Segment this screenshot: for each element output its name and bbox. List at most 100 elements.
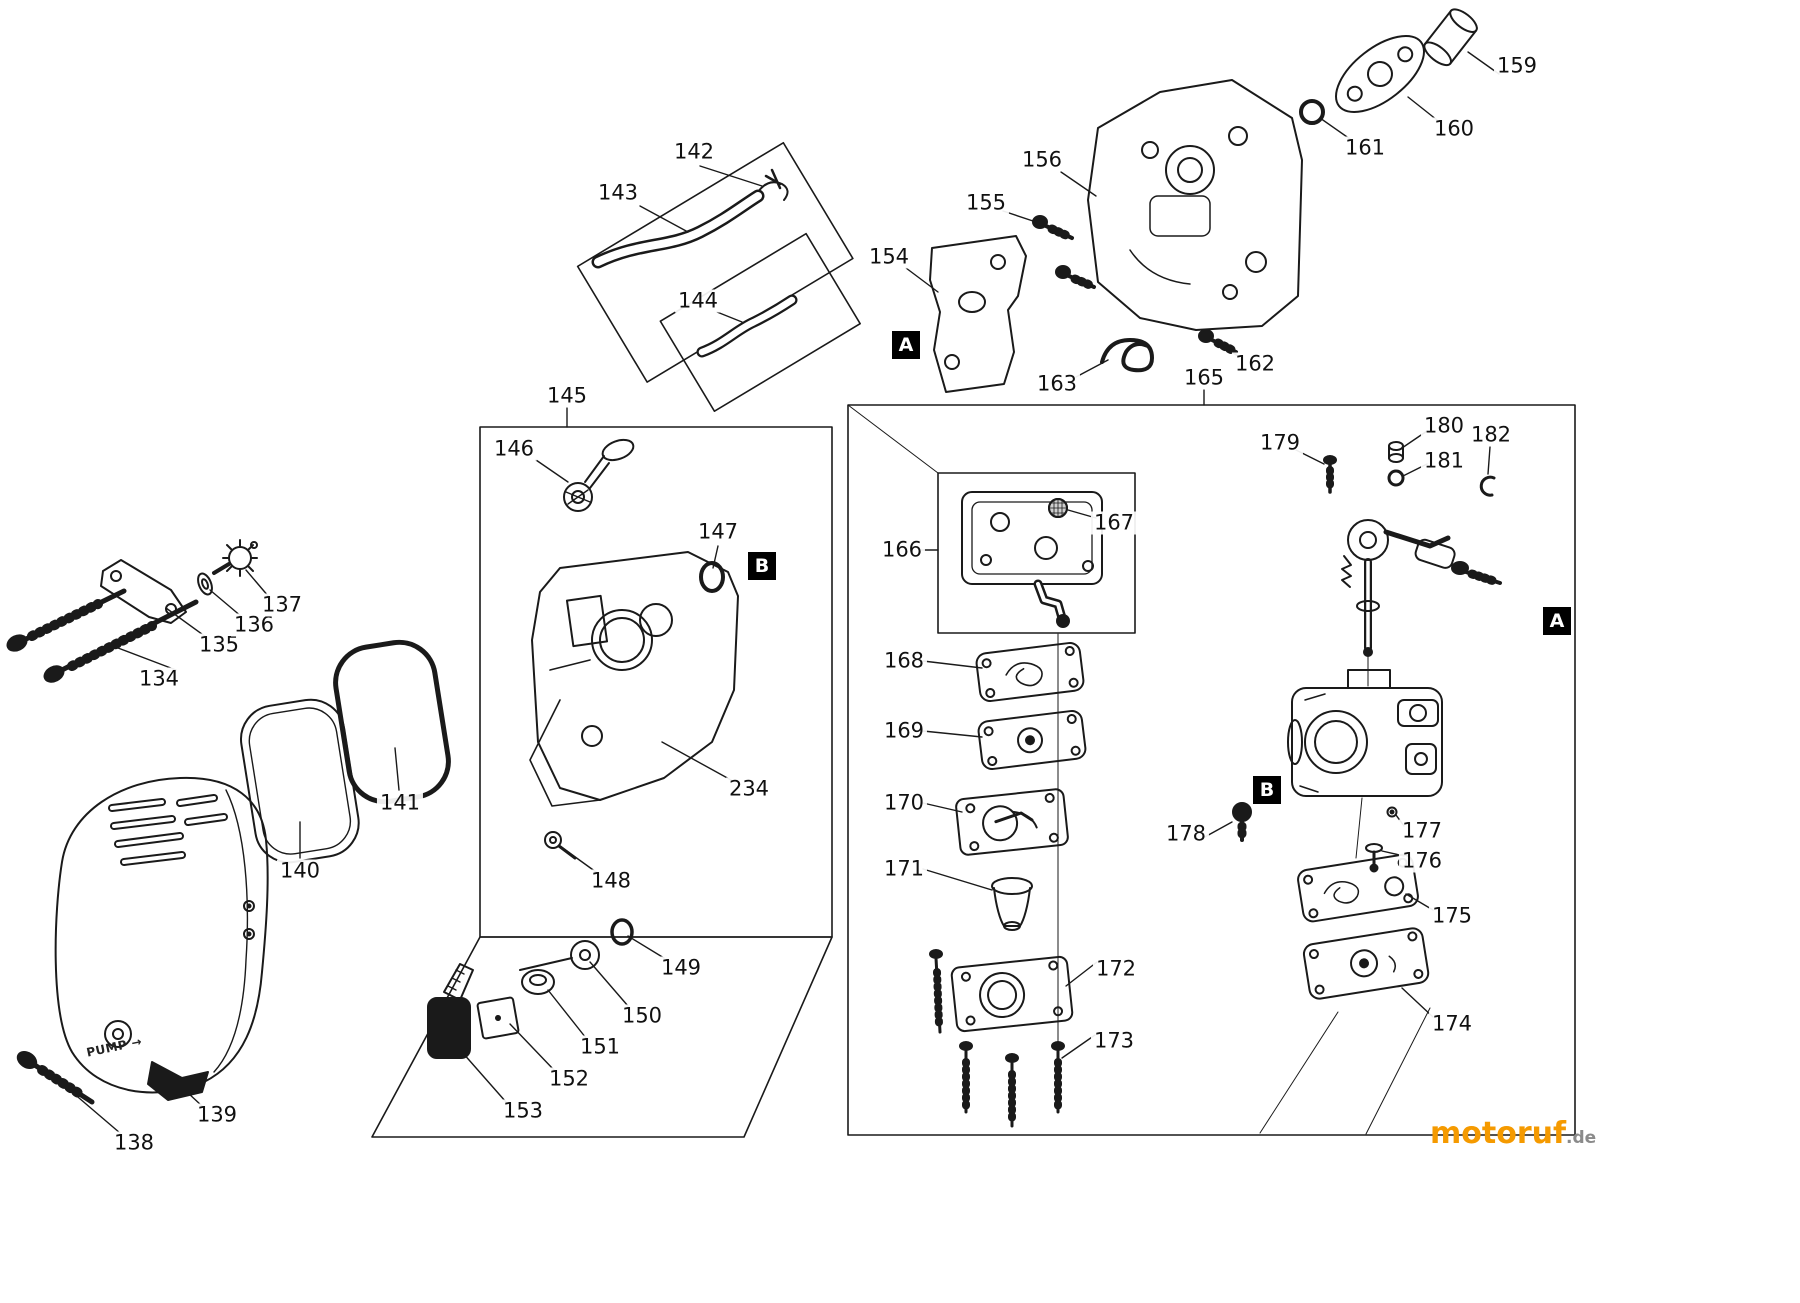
part-181-oring [1387,469,1405,487]
ref-badge-b-left: B [748,552,776,580]
part-label-142: 142 [670,140,718,164]
part-162-screw [1198,329,1238,355]
part-label-234: 234 [725,777,773,801]
part-label-174: 174 [1428,1012,1476,1036]
watermark-brand: motoruf [1430,1116,1567,1151]
part-160-flange [1335,34,1425,114]
part-label-136: 136 [230,613,278,637]
part-label-155: 155 [962,191,1010,215]
part-label-146: 146 [490,437,538,461]
part-174-diaphragm [1302,927,1430,1000]
part-label-159: 159 [1493,54,1541,78]
part-176-valve [1365,843,1383,873]
part-134-bolts [6,588,199,683]
part-159-sleeve [1423,8,1478,67]
ref-badge-b-right: B [1253,776,1281,804]
part-label-151: 151 [576,1035,624,1059]
watermark: motoruf.de [1430,1116,1596,1151]
part-label-138: 138 [110,1131,158,1155]
part-label-173: 173 [1090,1029,1138,1053]
part-label-149: 149 [657,956,705,980]
part-151-dome [521,969,555,995]
part-label-140: 140 [276,859,324,883]
part-label-169: 169 [880,719,928,743]
ref-badge-a-right: A [1543,607,1571,635]
part-label-167: 167 [1090,511,1138,535]
part-155-screws [1032,215,1096,290]
watermark-suffix: .de [1566,1128,1597,1148]
part-label-153: 153 [499,1099,547,1123]
part-182-clip [1479,475,1496,497]
part-label-152: 152 [545,1067,593,1091]
part-label-154: 154 [865,245,913,269]
part-label-165: 165 [1180,366,1228,390]
part-label-145: 145 [543,384,591,408]
part-150-disc [519,940,600,971]
part-label-137: 137 [258,593,306,617]
part-177-pin [1386,806,1398,818]
part-label-141: 141 [376,791,424,815]
part-166-carb-top [961,491,1103,628]
part-label-147: 147 [694,520,742,544]
ref-badge-a-left: A [892,331,920,359]
part-170-metering-body [955,788,1069,856]
part-156-bracket-plate [1087,79,1303,331]
part-149-oring [610,918,634,946]
carburetor-group-box [847,404,1576,1136]
part-label-181: 181 [1420,449,1468,473]
part-label-182: 182 [1467,423,1515,447]
part-label-171: 171 [880,857,928,881]
part-168-gasket [975,641,1085,703]
part-179-screw [1323,455,1337,494]
part-141-filter-element [333,639,451,805]
part-label-161: 161 [1341,136,1389,160]
part-167-screen [1048,498,1068,518]
leader-lines [71,51,1500,1134]
part-label-178: 178 [1162,822,1210,846]
part-label-139: 139 [193,1103,241,1127]
part-throttle-shaft-assembly [1341,519,1502,657]
part-171-cup [991,877,1033,931]
part-label-175: 175 [1428,904,1476,928]
part-carburetor-body [1287,669,1443,797]
part-137-fitting [212,539,258,577]
part-label-156: 156 [1018,148,1066,172]
part-label-150: 150 [618,1004,666,1028]
part-label-160: 160 [1430,117,1478,141]
part-label-179: 179 [1256,431,1304,455]
part-label-176: 176 [1398,849,1446,873]
part-144-hose [696,294,798,358]
part-label-170: 170 [880,791,928,815]
part-234-airbox-housing [529,551,739,807]
part-178-screw [1232,802,1252,843]
part-172-pump-cover [950,955,1074,1033]
part-label-143: 143 [594,181,642,205]
part-153-knob-lever [427,963,474,1059]
part-136-washer [197,572,213,596]
part-143-hose [591,189,765,269]
part-label-163: 163 [1033,372,1081,396]
part-146-choke-lever [563,438,635,512]
part-label-172: 172 [1092,957,1140,981]
part-label-166: 166 [878,538,926,562]
part-175-gasket [1297,853,1419,923]
part-label-134: 134 [135,667,183,691]
part-label-135: 135 [195,633,243,657]
part-139-engine-cover [54,776,269,1101]
part-152-gasket [476,996,520,1040]
part-161-oring [1299,99,1325,125]
part-label-162: 162 [1231,352,1279,376]
part-label-177: 177 [1398,819,1446,843]
part-169-diaphragm [977,709,1087,771]
part-163-wire-clip [1100,338,1154,373]
part-173-screws [929,949,1065,1128]
part-label-168: 168 [880,649,928,673]
part-label-180: 180 [1420,414,1468,438]
part-138-bolt [16,1050,95,1105]
part-154-gasket [929,235,1027,393]
part-180-plug [1388,441,1404,463]
part-142-clamp [757,168,789,201]
part-label-148: 148 [587,869,635,893]
